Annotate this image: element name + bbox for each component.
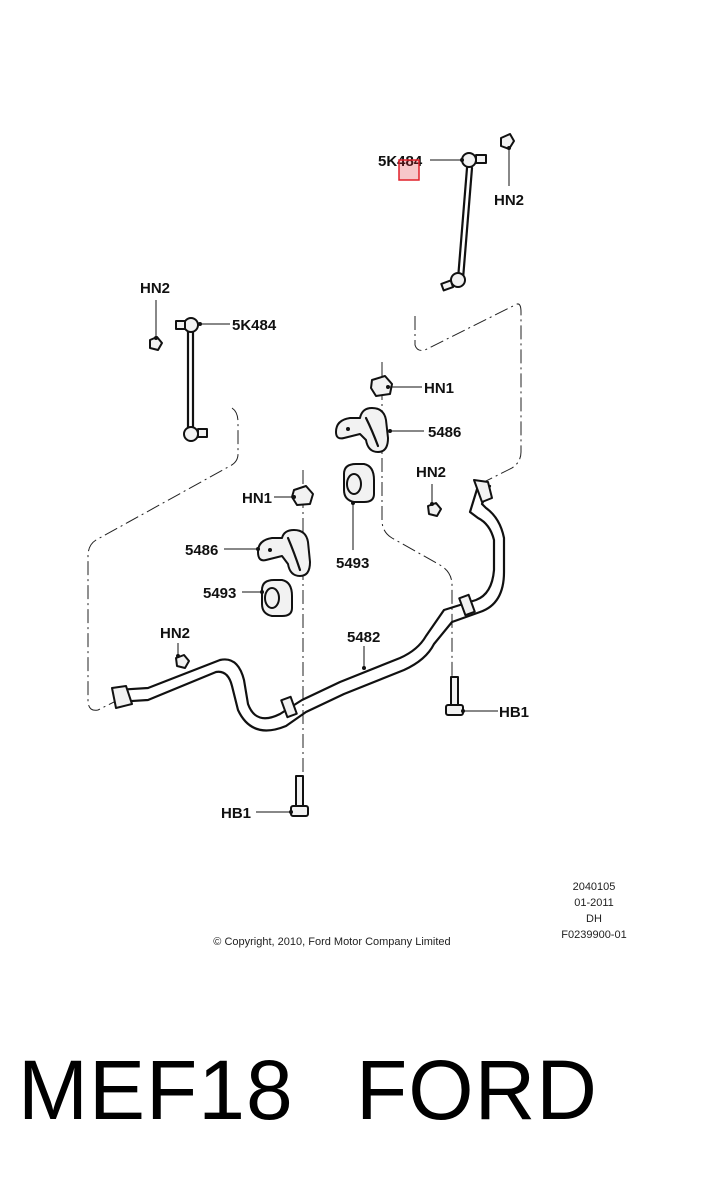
label-5486-left[interactable]: 5486 [185,542,218,559]
meta-line-2: 01-2011 [574,897,614,909]
label-hn1-left[interactable]: HN1 [242,490,272,507]
label-5482[interactable]: 5482 [347,629,380,646]
label-hb1-left[interactable]: HB1 [221,805,251,822]
leader-lines [155,148,510,813]
leader-dots [154,146,511,814]
brand-name: FORD [356,1043,598,1137]
meta-line-1: 2040105 [573,881,616,893]
nut-hn2-top-right[interactable] [500,133,515,150]
nut-hn2-left-bar[interactable] [175,654,190,669]
stabilizer-link-left[interactable] [175,317,208,442]
label-5493-left[interactable]: 5493 [203,585,236,602]
label-hn2-top[interactable]: HN2 [494,192,524,209]
meta-line-3: DH [586,913,602,925]
bolt-hb1-right[interactable] [445,676,464,716]
bushing-right[interactable] [343,463,375,503]
bushing-left[interactable] [261,579,293,617]
nut-hn2-right-bar[interactable] [427,502,442,517]
copyright-notice: © Copyright, 2010, Ford Motor Company Li… [213,936,450,948]
assembly-guide-lines [87,303,522,780]
label-5k484-right[interactable]: 5K484 [378,153,423,170]
bracket-left[interactable] [257,529,311,577]
label-hb1-right[interactable]: HB1 [499,704,529,721]
part-code: MEF18 [18,1043,294,1137]
label-5k484-left[interactable]: 5K484 [232,317,277,334]
label-hn2-left[interactable]: HN2 [140,280,170,297]
label-5486-right[interactable]: 5486 [428,424,461,441]
bracket-right[interactable] [335,407,389,453]
label-hn2-right[interactable]: HN2 [416,464,446,481]
label-hn1-right[interactable]: HN1 [424,380,454,397]
highlight-box [398,159,420,181]
label-5493-right[interactable]: 5493 [336,555,369,572]
stabilizer-link-right[interactable] [440,152,487,292]
bolt-hn1-right[interactable] [370,375,393,397]
meta-line-4: F0239900-01 [561,929,626,941]
exploded-parts-diagram: 5K484 HN2 HN2 5K484 HN1 5486 HN2 HN1 548… [87,133,627,948]
bolt-hb1-left[interactable] [290,775,309,817]
label-hn2-bottom[interactable]: HN2 [160,625,190,642]
footer-caption: MEF18 FORD [0,1040,708,1170]
stabilizer-bar[interactable] [111,479,506,732]
